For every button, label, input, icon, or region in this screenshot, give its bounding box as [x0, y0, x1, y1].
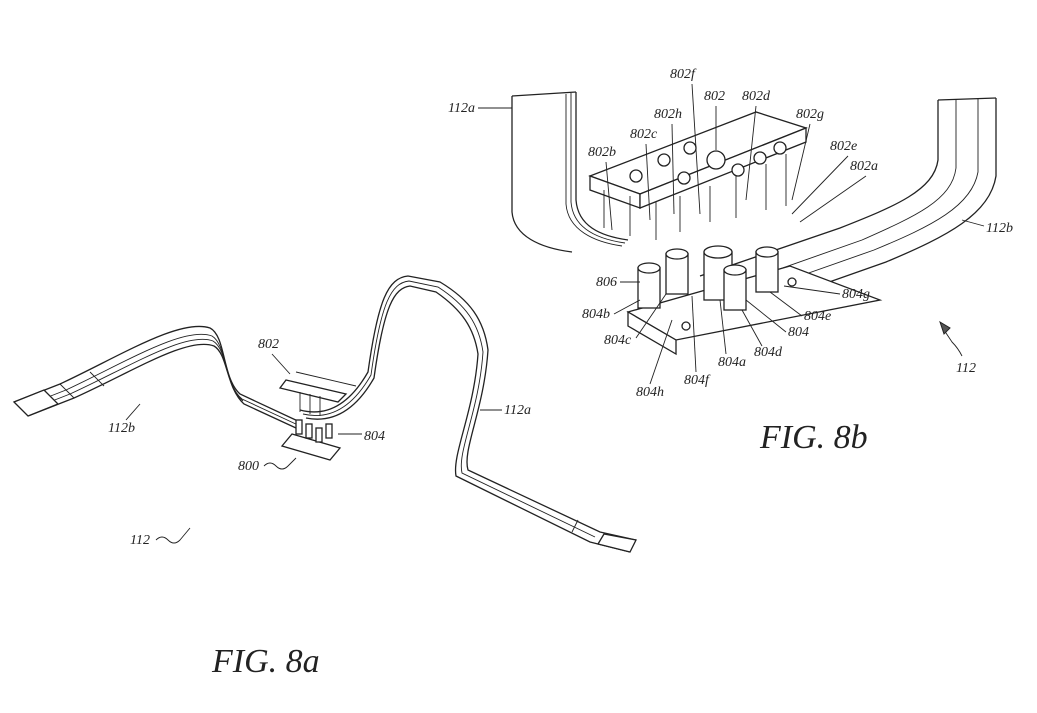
- label-802g: 802g: [796, 107, 824, 122]
- cable-112b-detail: [699, 97, 997, 313]
- label-804e: 804e: [804, 309, 831, 324]
- label-804d: 804d: [754, 345, 783, 360]
- label-804c: 804c: [604, 333, 632, 348]
- label-804b: 804b: [582, 307, 610, 322]
- label-112-8b: 112: [956, 361, 976, 376]
- connector-800-drawing: [278, 371, 357, 461]
- label-804: 804: [788, 325, 809, 340]
- label-804g: 804g: [842, 287, 870, 302]
- label-802e: 802e: [830, 139, 857, 154]
- label-802: 802: [704, 89, 725, 104]
- label-804f: 804f: [684, 373, 711, 388]
- label-802-8a: 802: [258, 337, 279, 352]
- cable-112a-drawing: [299, 275, 637, 553]
- label-802d: 802d: [742, 89, 771, 104]
- figure-8b: 112a 802f 802 802d 802h 802g 802c 802e 8…: [448, 67, 1013, 456]
- connector-804-detail: [626, 245, 883, 356]
- caption-fig-8a: FIG. 8a: [211, 643, 320, 680]
- label-804-8a: 804: [364, 429, 385, 444]
- caption-fig-8b: FIG. 8b: [759, 419, 868, 456]
- label-112b-8b: 112b: [986, 221, 1013, 236]
- label-112a-8b: 112a: [448, 101, 475, 116]
- figure-8a: 112b 802 804 800 112a 112 FIG. 8a: [12, 275, 637, 680]
- label-112a-8a: 112a: [504, 403, 531, 418]
- label-112b-8a: 112b: [108, 421, 135, 436]
- label-112-8a: 112: [130, 533, 150, 548]
- cable-112b-drawing: [12, 325, 301, 429]
- cable-112a-detail: [511, 91, 629, 253]
- label-806: 806: [596, 275, 617, 290]
- label-802f: 802f: [670, 67, 697, 82]
- label-802c: 802c: [630, 127, 658, 142]
- label-802h: 802h: [654, 107, 682, 122]
- label-800-8a: 800: [238, 459, 259, 474]
- label-804a: 804a: [718, 355, 746, 370]
- label-802a: 802a: [850, 159, 878, 174]
- label-802b: 802b: [588, 145, 616, 160]
- label-804h: 804h: [636, 385, 664, 400]
